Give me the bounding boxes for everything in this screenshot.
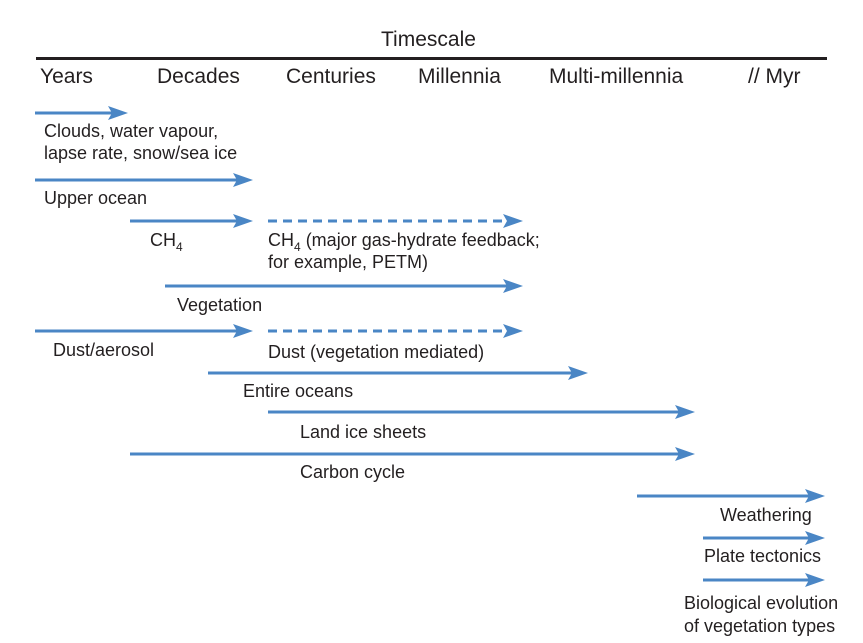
arrow-entire-oceans — [208, 366, 588, 380]
arrow-head — [233, 324, 253, 338]
label-dust-vegetation: Dust (vegetation mediated) — [268, 342, 485, 362]
arrow-head — [503, 214, 523, 228]
arrow-head — [805, 489, 825, 503]
label-clouds-line2: lapse rate, snow/sea ice — [44, 143, 238, 163]
label-weathering: Weathering — [720, 505, 812, 525]
arrow-head — [233, 214, 253, 228]
timescale-rule — [36, 57, 827, 60]
timescale-myr: // Myr — [748, 65, 801, 88]
arrow-head — [675, 405, 695, 419]
arrow-head — [108, 106, 128, 120]
label-bio-evolution-line1: Biological evolution — [684, 593, 839, 613]
timescale-decades: Decades — [157, 65, 240, 88]
arrow-head — [805, 531, 825, 545]
ch4-main: CH — [150, 230, 176, 250]
arrow-head — [675, 447, 695, 461]
arrow-head — [233, 173, 253, 187]
label-ch4: CH4 — [150, 230, 183, 254]
label-vegetation: Vegetation — [177, 295, 263, 315]
arrow-head — [503, 279, 523, 293]
label-plate-tectonics: Plate tectonics — [704, 546, 822, 566]
diagram-title: Timescale — [381, 28, 476, 51]
timescale-millennia: Millennia — [418, 65, 501, 88]
timescale-multi-millennia: Multi-millennia — [549, 65, 684, 88]
label-clouds-line1: Clouds, water vapour, — [44, 121, 219, 141]
arrow-head — [568, 366, 588, 380]
arrow-upper-ocean — [35, 173, 253, 187]
arrow-dust-vegetation — [268, 324, 523, 338]
ch4-hydrate-rest: (major gas-hydrate feedback; — [300, 230, 540, 250]
timescale-centuries: Centuries — [286, 65, 376, 88]
arrow-dust-aerosol — [35, 324, 253, 338]
arrow-bio-evolution — [703, 573, 825, 587]
ch4-subscript: 4 — [176, 240, 183, 254]
arrow-head — [503, 324, 523, 338]
ch4-hydrate-subscript: 4 — [294, 240, 301, 254]
timescale-years: Years — [40, 65, 93, 88]
ch4-hydrate-main: CH — [268, 230, 294, 250]
arrow-vegetation — [165, 279, 523, 293]
label-ch4-hydrate-line2: for example, PETM) — [268, 252, 429, 272]
label-carbon-cycle: Carbon cycle — [300, 462, 406, 482]
label-ch4-hydrate-line1: CH4 (major gas-hydrate feedback; — [268, 230, 540, 254]
arrow-clouds — [35, 106, 128, 120]
label-bio-evolution-line2: of vegetation types — [684, 616, 836, 636]
arrow-plate-tectonics — [703, 531, 825, 545]
arrow-ch4-hydrate — [268, 214, 523, 228]
arrow-carbon-cycle — [130, 447, 695, 461]
arrow-weathering — [637, 489, 825, 503]
label-entire-oceans: Entire oceans — [243, 381, 354, 401]
label-dust-aerosol: Dust/aerosol — [53, 340, 155, 360]
arrow-ch4 — [130, 214, 253, 228]
label-land-ice: Land ice sheets — [300, 422, 427, 442]
arrow-head — [805, 573, 825, 587]
arrow-land-ice — [268, 405, 695, 419]
label-upper-ocean: Upper ocean — [44, 188, 148, 208]
